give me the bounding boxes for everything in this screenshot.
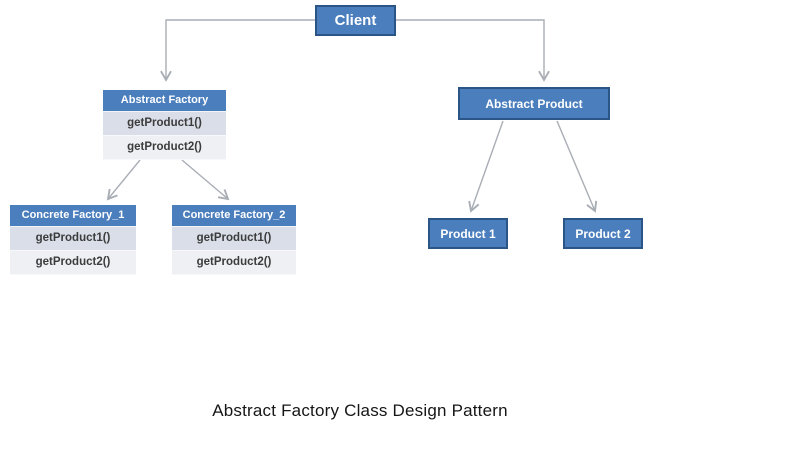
connector-abstract-factory-to-concrete-factory-1 bbox=[106, 159, 141, 201]
method-row: getProduct1() bbox=[10, 227, 136, 251]
connector-abstract-factory-to-concrete-factory-2 bbox=[181, 159, 230, 201]
concrete-factory-2-table: Concrete Factory_2 getProduct1() getProd… bbox=[172, 205, 296, 275]
connector-client-to-abstract-product bbox=[396, 19, 550, 82]
concrete-factory-1-table: Concrete Factory_1 getProduct1() getProd… bbox=[10, 205, 136, 275]
product-2-box: Product 2 bbox=[563, 218, 643, 249]
method-row: getProduct2() bbox=[172, 251, 296, 275]
connector-abstract-product-to-product-1 bbox=[468, 120, 504, 213]
abstract-factory-table: Abstract Factory getProduct1() getProduc… bbox=[103, 90, 226, 160]
concrete-factory-1-header: Concrete Factory_1 bbox=[10, 205, 136, 227]
connector-client-to-abstract-factory bbox=[160, 19, 315, 82]
connector-abstract-product-to-product-2 bbox=[556, 120, 598, 213]
method-row: getProduct1() bbox=[103, 112, 226, 136]
client-box: Client bbox=[315, 5, 396, 36]
method-row: getProduct1() bbox=[172, 227, 296, 251]
abstract-factory-header: Abstract Factory bbox=[103, 90, 226, 112]
product-1-box: Product 1 bbox=[428, 218, 508, 249]
method-row: getProduct2() bbox=[103, 136, 226, 160]
concrete-factory-2-header: Concrete Factory_2 bbox=[172, 205, 296, 227]
diagram-caption: Abstract Factory Class Design Pattern bbox=[212, 401, 508, 420]
abstract-product-box: Abstract Product bbox=[458, 87, 610, 120]
method-row: getProduct2() bbox=[10, 251, 136, 275]
